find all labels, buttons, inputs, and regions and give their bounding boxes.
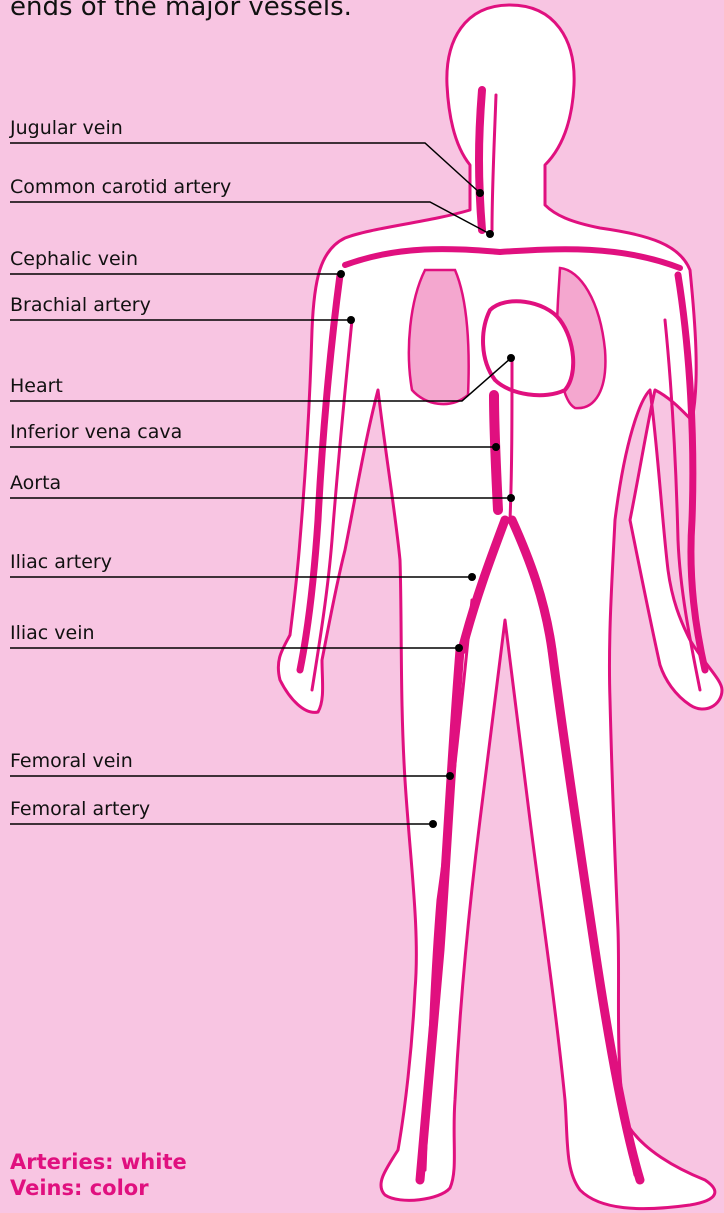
label-inferior-vena-cava: Inferior vena cava [10, 421, 182, 443]
legend-arteries: Arteries: white [10, 1150, 187, 1174]
label-iliac-artery: Iliac artery [10, 551, 112, 573]
label-heart: Heart [10, 375, 63, 397]
legend-veins: Veins: color [10, 1176, 149, 1200]
label-common-carotid-artery: Common carotid artery [10, 176, 231, 198]
label-femoral-artery: Femoral artery [10, 798, 150, 820]
label-jugular-vein: Jugular vein [10, 117, 123, 139]
label-aorta: Aorta [10, 472, 61, 494]
label-cephalic-vein: Cephalic vein [10, 248, 138, 270]
body-silhouette [278, 5, 722, 1209]
label-brachial-artery: Brachial artery [10, 294, 151, 316]
label-iliac-vein: Iliac vein [10, 622, 95, 644]
label-femoral-vein: Femoral vein [10, 750, 133, 772]
